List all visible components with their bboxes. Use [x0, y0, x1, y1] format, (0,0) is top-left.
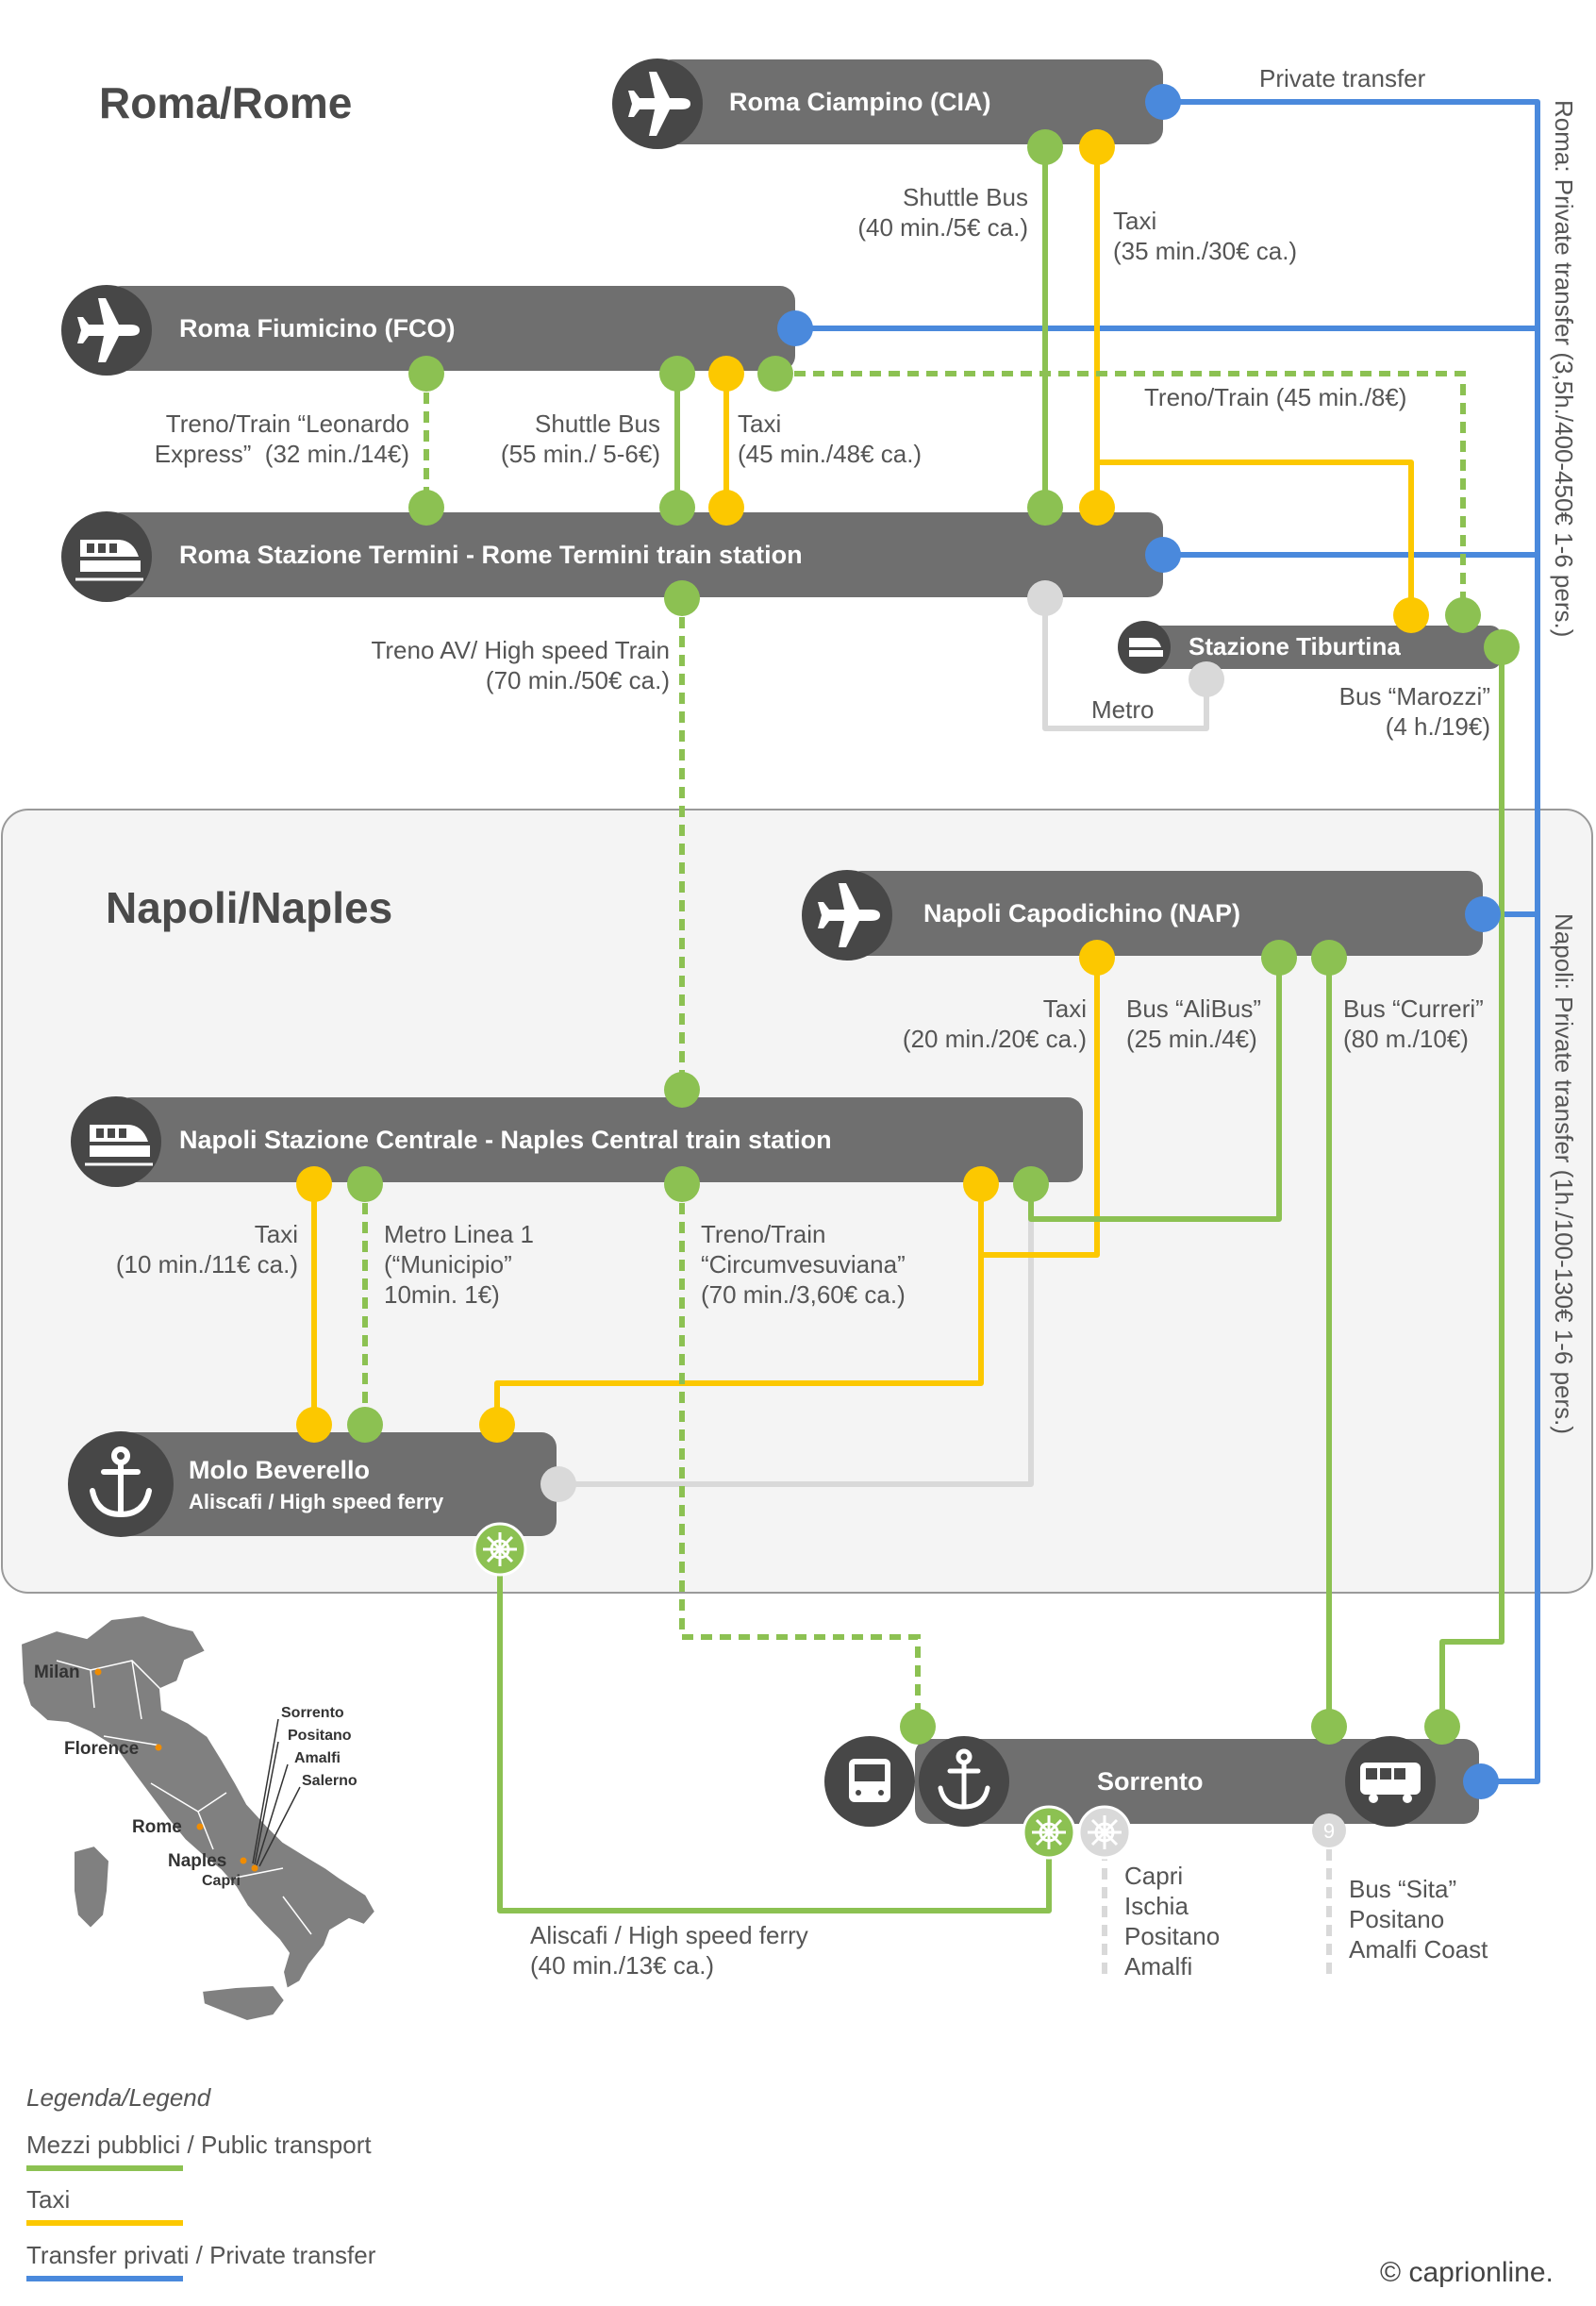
metro-line-molo-centrale — [556, 1181, 1034, 1487]
station-ciampino[interactable]: Roma Ciampino (CIA) — [729, 88, 991, 116]
label-private-transfer: Private transfer — [1259, 64, 1426, 92]
centrale-train-icon — [71, 1096, 161, 1187]
dots-taxi — [296, 129, 1429, 1443]
molo-ferry-wheel-icon — [473, 1522, 527, 1577]
station-termini[interactable]: Roma Stazione Termini - Rome Termini tra… — [179, 541, 803, 569]
map-label-milan: Milan — [34, 1663, 80, 1682]
dots-private — [777, 84, 1501, 1799]
dots-metro — [540, 580, 1224, 1502]
map-label-salerno: Salerno — [302, 1773, 357, 1789]
legend-taxi: Taxi — [26, 2185, 71, 2214]
label-metro: Metro — [1091, 695, 1155, 724]
train-line-fco-tiburtina — [775, 371, 1466, 615]
map-label-amalfi: Amalfi — [294, 1750, 341, 1766]
naples-panel — [1, 809, 1593, 1594]
label-centrale-taxi: Taxi (10 min./11€ ca.) — [115, 1220, 298, 1278]
station-centrale[interactable]: Napoli Stazione Centrale - Naples Centra… — [179, 1126, 832, 1154]
map-label-rome: Rome — [132, 1817, 182, 1837]
label-cia-taxi: Taxi (35 min./30€ ca.) — [1113, 207, 1298, 265]
label-fco-taxi: Taxi (45 min./48€ ca.) — [738, 409, 923, 468]
dots-public — [347, 129, 1520, 1745]
legend-private-line — [26, 2276, 183, 2281]
legend-public-line — [26, 2165, 183, 2171]
region-title-naples: Napoli/Naples — [106, 883, 393, 932]
sorrento-bus-icon — [1345, 1736, 1436, 1827]
map-label-naples: Naples — [168, 1851, 227, 1871]
label-fco-train: Treno/Train “Leonardo Express” (32 min./… — [154, 409, 409, 468]
map-label-florence: Florence — [64, 1739, 140, 1759]
label-high-speed-train: Treno AV/ High speed Train (70 min./50€ … — [371, 636, 670, 694]
station-fiumicino[interactable]: Roma Fiumicino (FCO) — [179, 314, 456, 343]
region-title-rome: Roma/Rome — [99, 78, 353, 127]
label-fco-tiburtina-train: Treno/Train (45 min./8€) — [1144, 383, 1407, 411]
copyright-logo: © caprionline. — [1380, 2257, 1554, 2288]
ferry-line-molo-sorrento — [497, 1546, 1052, 1913]
termini-bar[interactable] — [107, 512, 1163, 597]
label-fco-shuttle: Shuttle Bus (55 min./ 5-6€) — [500, 409, 660, 468]
svg-text:9: 9 — [1323, 1819, 1335, 1843]
sorrento-anchor-icon — [919, 1736, 1009, 1827]
italy-map — [19, 1613, 377, 2023]
label-alibus: Bus “AliBus” (25 min./4€) — [1126, 994, 1262, 1053]
sorrento-bus-stop-icon — [824, 1736, 915, 1827]
fiumicino-plane-icon — [61, 285, 152, 376]
molo-bar[interactable] — [116, 1432, 557, 1536]
legend-private: Transfer privati / Private transfer — [26, 2241, 376, 2269]
sorrento-ferry-wheel-icon — [1022, 1805, 1076, 1860]
taxi-line-centrale-molo-b — [494, 1181, 984, 1428]
label-sita: Bus “Sita” Positano Amalfi Coast — [1349, 1875, 1488, 1963]
label-ferry-destinations: Capri Ischia Positano Amalfi — [1124, 1862, 1221, 1980]
station-tiburtina[interactable]: Stazione Tiburtina — [1189, 632, 1401, 660]
metro-line-termini-tiburtina — [1042, 595, 1209, 731]
legend-taxi-line — [26, 2220, 183, 2226]
capodichino-bar[interactable] — [847, 871, 1483, 956]
station-sorrento[interactable]: Sorrento — [1097, 1767, 1204, 1796]
map-label-sorrento: Sorrento — [281, 1705, 344, 1721]
label-circumvesuviana: Treno/Train “Circumvesuviana” (70 min./3… — [701, 1220, 906, 1309]
legend-public: Mezzi pubblici / Public transport — [26, 2131, 372, 2159]
centrale-bar[interactable] — [116, 1097, 1083, 1182]
ciampino-bar[interactable] — [657, 59, 1163, 144]
label-metro-linea1: Metro Linea 1 (“Municipio” 10min. 1€) — [384, 1220, 534, 1309]
label-naples-private-vertical: Napoli: Private transfer (1h./100-130€ 1… — [1550, 913, 1578, 1435]
label-curreri: Bus “Curreri” (80 m./10€) — [1343, 994, 1484, 1053]
private-transfer-line — [792, 99, 1540, 1784]
station-molo-subtitle: Aliscafi / High speed ferry — [189, 1490, 444, 1513]
legend-title: Legenda/Legend — [26, 2083, 211, 2112]
train-line-circumvesuviana — [679, 1184, 921, 1727]
label-nap-taxi: Taxi (20 min./20€ ca.) — [902, 994, 1087, 1053]
label-aliscafi: Aliscafi / High speed ferry (40 min./13€… — [530, 1921, 808, 1980]
sorrento-ferry-wheel-gray-icon — [1077, 1805, 1132, 1860]
bus-line-marozzi — [1439, 644, 1505, 1730]
label-rome-private-vertical: Roma: Private transfer (3,5h./400-450€ 1… — [1550, 100, 1578, 638]
sita-bus-number-badge: 9 — [1312, 1813, 1346, 1847]
map-label-capri: Capri — [202, 1873, 241, 1889]
label-cia-shuttle: Shuttle Bus (40 min./5€ ca.) — [857, 183, 1028, 242]
fiumicino-bar[interactable] — [107, 286, 795, 371]
ciampino-plane-icon — [612, 58, 703, 149]
label-marozzi: Bus “Marozzi” (4 h./19€) — [1338, 682, 1490, 741]
station-capodichino[interactable]: Napoli Capodichino (NAP) — [923, 899, 1240, 927]
taxi-line-ciampino-tiburtina — [1094, 460, 1414, 618]
sorrento-bar[interactable] — [915, 1739, 1479, 1824]
capodichino-plane-icon — [802, 870, 892, 961]
station-molo[interactable]: Molo Beverello — [189, 1456, 371, 1484]
map-label-positano: Positano — [288, 1728, 352, 1744]
molo-anchor-icon — [68, 1431, 174, 1537]
tiburtina-train-icon — [1118, 621, 1171, 674]
tiburtina-bar[interactable] — [1141, 626, 1502, 669]
termini-train-icon — [61, 511, 152, 602]
